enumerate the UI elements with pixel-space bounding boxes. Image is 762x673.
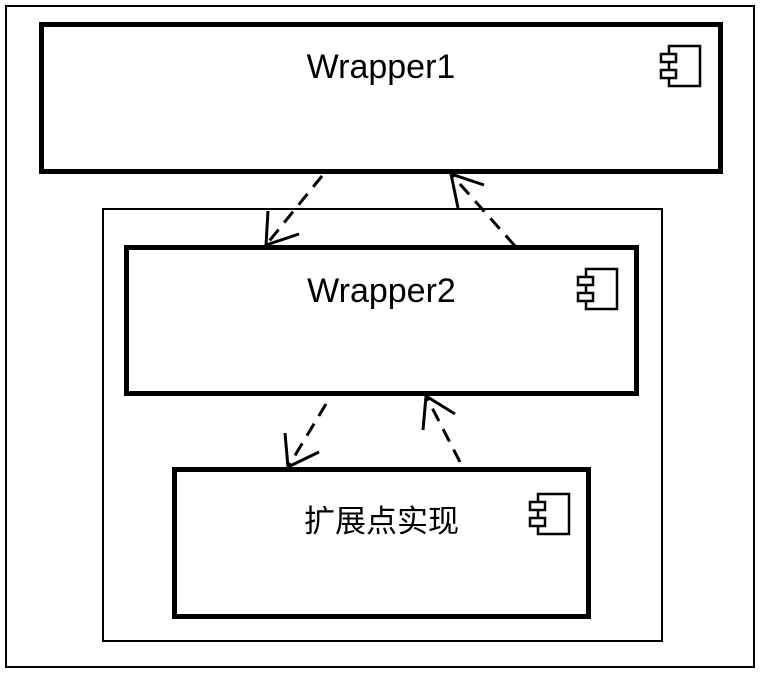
component-icon [576, 267, 619, 311]
component-icon [528, 492, 571, 536]
wrapper2-component: Wrapper2 [124, 245, 639, 396]
wrapper1-component: Wrapper1 [39, 22, 723, 174]
component-icon [659, 44, 702, 88]
extension-component: 扩展点实现 [172, 467, 591, 619]
extension-label: 扩展点实现 [304, 504, 459, 540]
wrapper1-label: Wrapper1 [306, 48, 456, 86]
wrapper2-label: Wrapper2 [307, 272, 456, 310]
